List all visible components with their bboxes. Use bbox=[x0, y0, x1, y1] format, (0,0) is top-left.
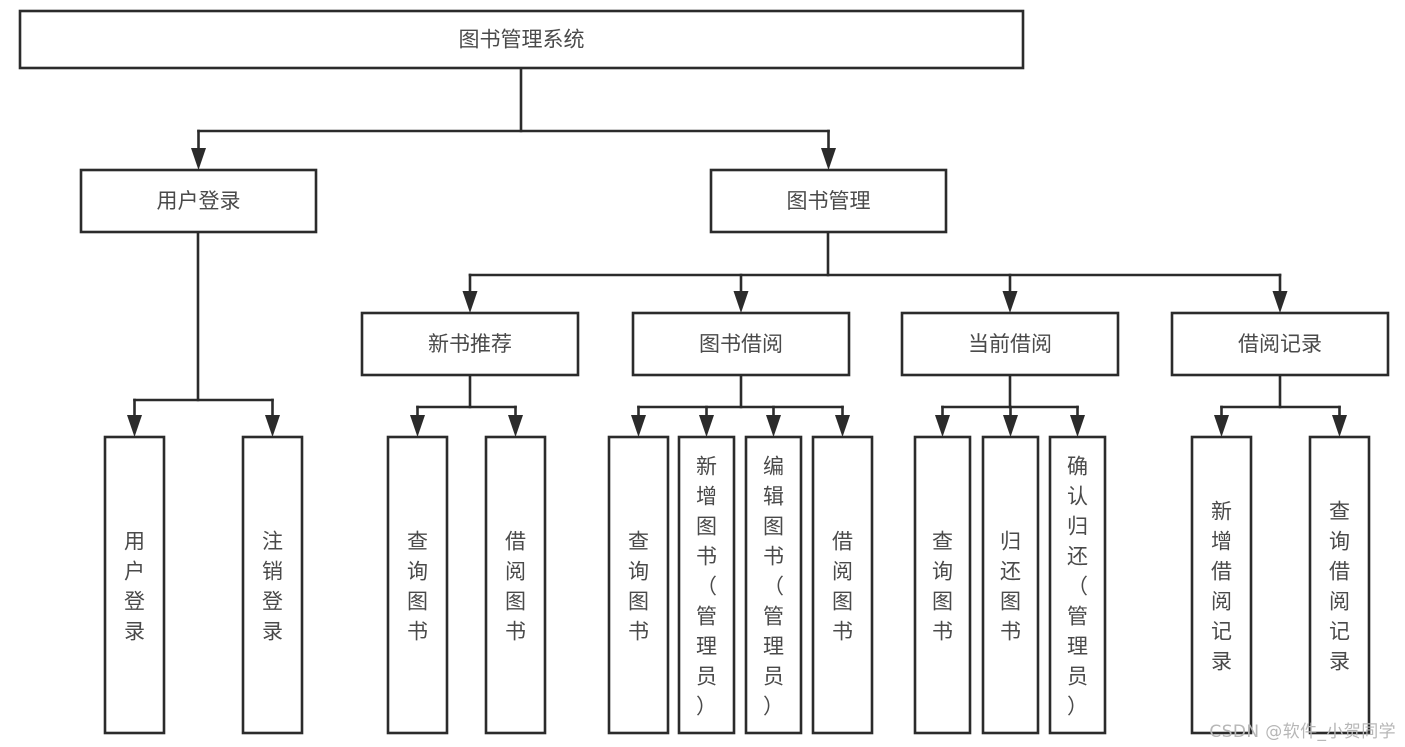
node-box[interactable] bbox=[484, 435, 547, 735]
arrow-head-icon bbox=[1214, 415, 1229, 437]
connector-e-cb-group bbox=[935, 373, 1085, 437]
node-label: 查询图书 bbox=[628, 529, 649, 643]
node-leaf-confirm-return[interactable]: 确认归还（管理员） bbox=[1048, 435, 1107, 735]
node-box[interactable] bbox=[241, 435, 304, 735]
node-label: 当前借阅 bbox=[968, 332, 1052, 356]
node-box[interactable] bbox=[1048, 435, 1107, 735]
node-label: 借阅记录 bbox=[1238, 332, 1322, 356]
node-label: 查询图书 bbox=[407, 529, 428, 643]
arrow-head-icon bbox=[410, 415, 425, 437]
node-box[interactable] bbox=[744, 435, 803, 735]
node-box[interactable] bbox=[607, 435, 670, 735]
node-current-borrow[interactable]: 当前借阅 bbox=[900, 311, 1120, 377]
node-label: 借阅图书 bbox=[832, 529, 853, 643]
node-box[interactable] bbox=[1308, 435, 1371, 735]
arrow-head-icon bbox=[191, 148, 206, 170]
node-label: 新书推荐 bbox=[428, 332, 512, 356]
node-label: 新增图书（管理员） bbox=[696, 454, 717, 718]
node-box[interactable] bbox=[677, 435, 736, 735]
node-box[interactable] bbox=[811, 435, 874, 735]
node-leaf-return-book[interactable]: 归还图书 bbox=[981, 435, 1040, 735]
node-box[interactable] bbox=[1190, 435, 1253, 735]
node-label: 图书借阅 bbox=[699, 332, 783, 356]
node-leaf-query-book-1[interactable]: 查询图书 bbox=[386, 435, 449, 735]
arrow-head-icon bbox=[127, 415, 142, 437]
node-label: 图书管理 bbox=[787, 189, 871, 213]
node-root[interactable]: 图书管理系统 bbox=[18, 9, 1025, 70]
node-user-login[interactable]: 用户登录 bbox=[79, 168, 318, 234]
arrow-head-icon bbox=[699, 415, 714, 437]
node-box[interactable] bbox=[913, 435, 972, 735]
node-box[interactable] bbox=[631, 311, 851, 377]
node-leaf-query-record[interactable]: 查询借阅记录 bbox=[1308, 435, 1371, 735]
arrow-head-icon bbox=[733, 291, 749, 313]
arrow-head-icon bbox=[1272, 291, 1288, 313]
connector-e-bb-group bbox=[631, 373, 850, 437]
connector-layer bbox=[127, 66, 1347, 437]
node-leaf-add-book[interactable]: 新增图书（管理员） bbox=[677, 435, 736, 735]
node-label: 归还图书 bbox=[1000, 529, 1021, 643]
node-label: 图书管理系统 bbox=[459, 28, 585, 52]
node-label: 确认归还（管理员） bbox=[1067, 454, 1088, 718]
arrow-head-icon bbox=[821, 148, 836, 170]
node-box[interactable] bbox=[103, 435, 166, 735]
node-label: 查询图书 bbox=[932, 529, 953, 643]
node-box[interactable] bbox=[709, 168, 948, 234]
node-box[interactable] bbox=[79, 168, 318, 234]
node-leaf-query-book-2[interactable]: 查询图书 bbox=[607, 435, 670, 735]
connector-e-root-group bbox=[191, 66, 836, 170]
node-box[interactable] bbox=[360, 311, 580, 377]
node-leaf-query-book-3[interactable]: 查询图书 bbox=[913, 435, 972, 735]
arrow-head-icon bbox=[1070, 415, 1085, 437]
arrow-head-icon bbox=[835, 415, 850, 437]
node-label: 注销登录 bbox=[262, 529, 283, 643]
csdn-watermark: CSDN @软件_小贺同学 bbox=[1209, 722, 1396, 742]
arrow-head-icon bbox=[462, 291, 478, 313]
node-label: 新增借阅记录 bbox=[1211, 499, 1232, 673]
node-label: 用户登录 bbox=[124, 529, 145, 643]
node-box[interactable] bbox=[900, 311, 1120, 377]
arrow-head-icon bbox=[1003, 415, 1018, 437]
node-leaf-edit-book[interactable]: 编辑图书（管理员） bbox=[744, 435, 803, 735]
connector-e-nbr-group bbox=[410, 373, 523, 437]
node-label: 编辑图书（管理员） bbox=[763, 454, 784, 718]
node-leaf-user-logout[interactable]: 注销登录 bbox=[241, 435, 304, 735]
node-leaf-borrow-book-1[interactable]: 借阅图书 bbox=[484, 435, 547, 735]
arrow-head-icon bbox=[631, 415, 646, 437]
arrow-head-icon bbox=[935, 415, 950, 437]
connector-e-bm-group bbox=[462, 230, 1288, 313]
arrow-head-icon bbox=[1332, 415, 1347, 437]
arrow-head-icon bbox=[766, 415, 781, 437]
arrow-head-icon bbox=[265, 415, 280, 437]
node-layer: 图书管理系统用户登录图书管理新书推荐图书借阅当前借阅借阅记录用户登录注销登录查询… bbox=[18, 9, 1390, 735]
node-leaf-user-login[interactable]: 用户登录 bbox=[103, 435, 166, 735]
arrow-head-icon bbox=[508, 415, 523, 437]
node-box[interactable] bbox=[386, 435, 449, 735]
node-new-book-rec[interactable]: 新书推荐 bbox=[360, 311, 580, 377]
connector-e-br-group bbox=[1214, 373, 1347, 437]
node-book-borrow[interactable]: 图书借阅 bbox=[631, 311, 851, 377]
node-box[interactable] bbox=[981, 435, 1040, 735]
arrow-head-icon bbox=[1002, 291, 1018, 313]
node-box[interactable] bbox=[18, 9, 1025, 70]
node-leaf-borrow-book-2[interactable]: 借阅图书 bbox=[811, 435, 874, 735]
node-borrow-record[interactable]: 借阅记录 bbox=[1170, 311, 1390, 377]
node-label: 借阅图书 bbox=[505, 529, 526, 643]
node-box[interactable] bbox=[1170, 311, 1390, 377]
connector-e-ul-group bbox=[127, 230, 280, 437]
node-leaf-add-record[interactable]: 新增借阅记录 bbox=[1190, 435, 1253, 735]
node-book-manage[interactable]: 图书管理 bbox=[709, 168, 948, 234]
node-label: 用户登录 bbox=[157, 189, 241, 213]
node-label: 查询借阅记录 bbox=[1329, 499, 1350, 673]
